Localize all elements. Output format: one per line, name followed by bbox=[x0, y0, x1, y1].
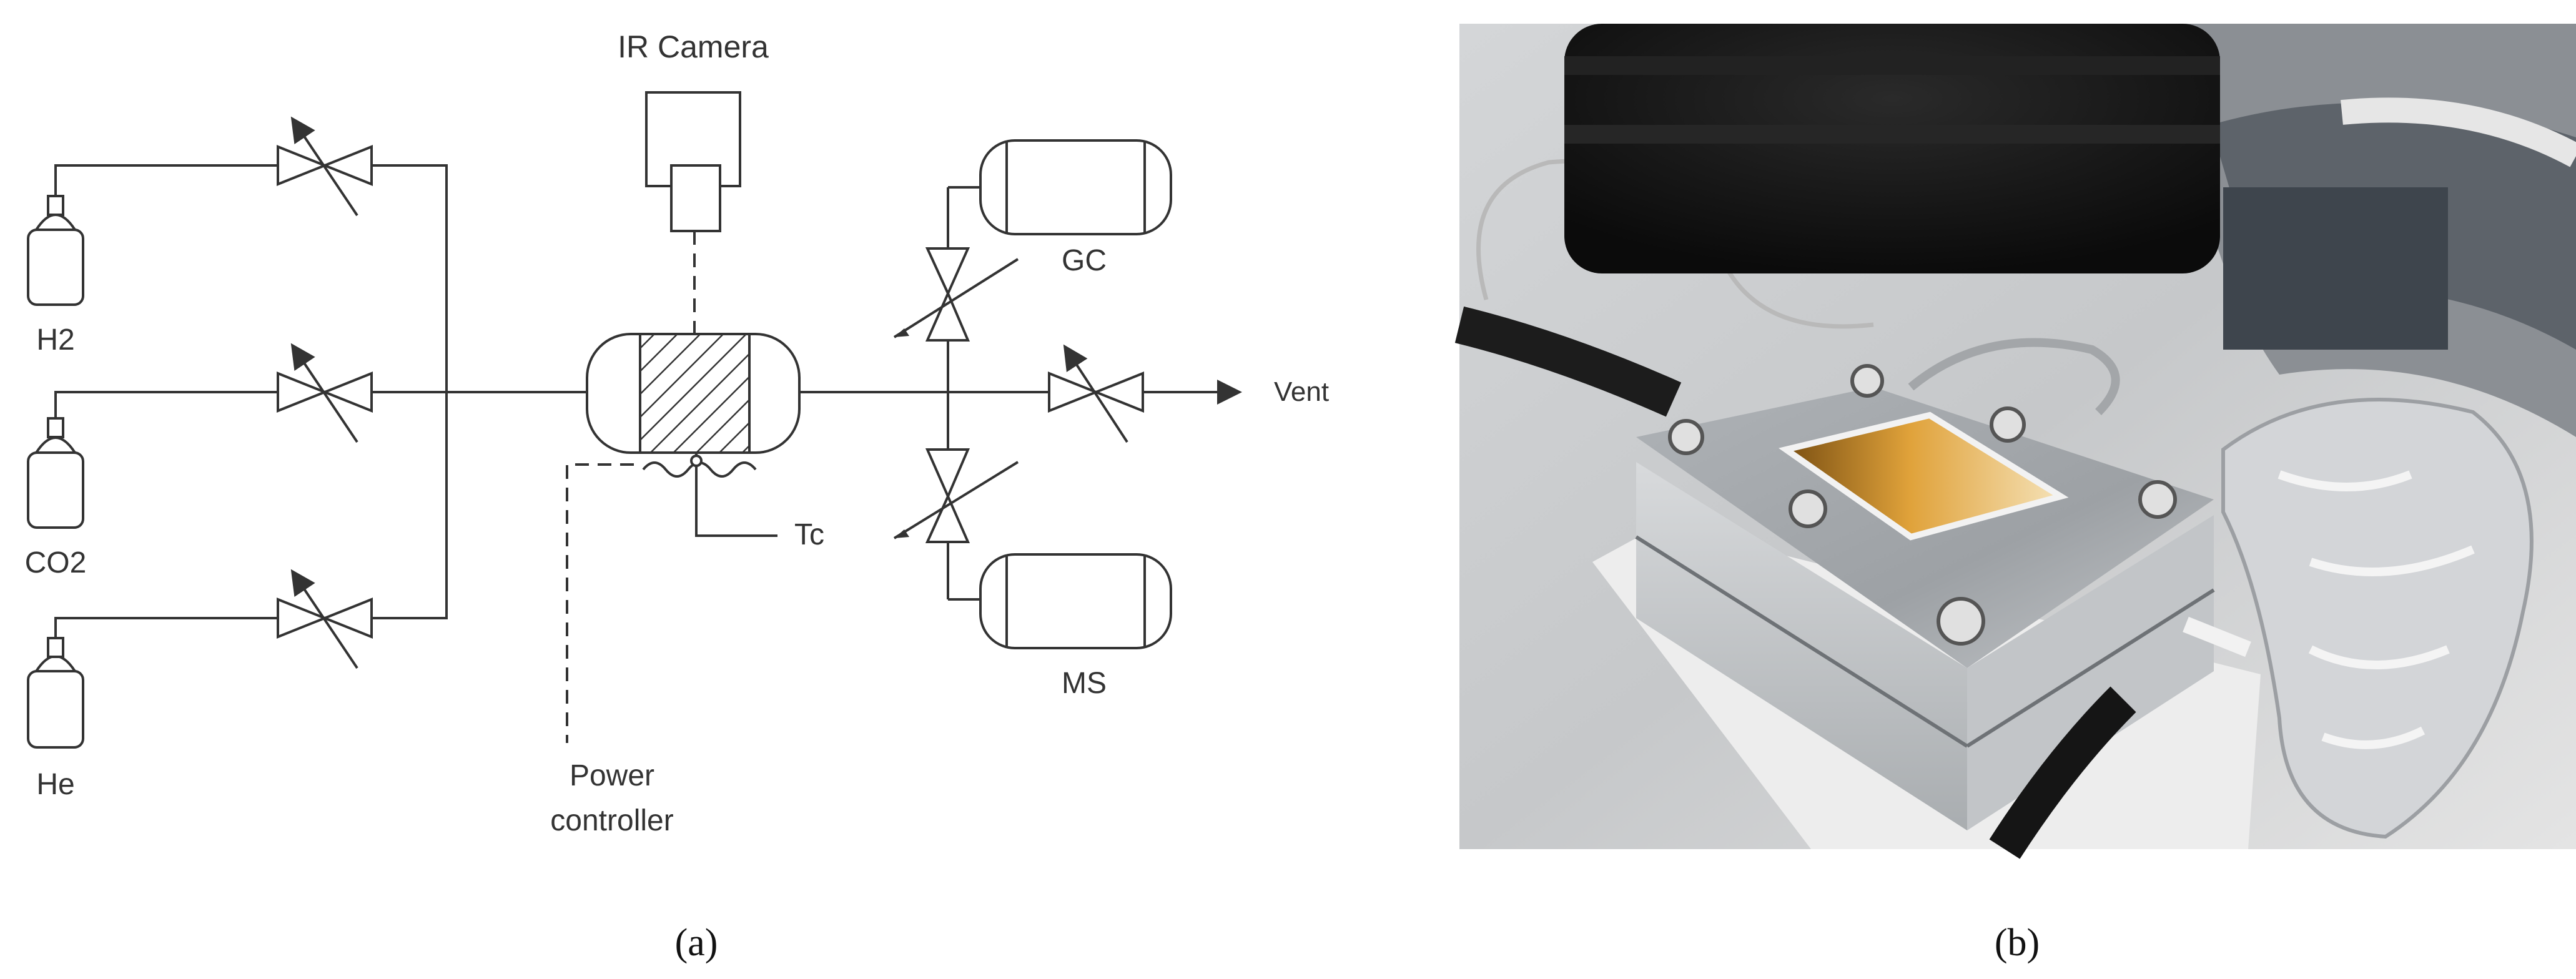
camera-lens bbox=[1564, 24, 2220, 273]
label-he: He bbox=[36, 768, 74, 801]
power-dashed-link bbox=[566, 463, 634, 743]
manifold bbox=[372, 164, 587, 619]
label-vent: Vent bbox=[1274, 376, 1329, 407]
valve-co2 bbox=[277, 343, 373, 443]
line-h2 bbox=[54, 164, 278, 196]
foil-wrapped-cable bbox=[2221, 398, 2534, 839]
thermocouple-line bbox=[695, 453, 777, 537]
valve-gc bbox=[893, 247, 1019, 342]
ir-camera-icon bbox=[645, 91, 741, 232]
line-co2 bbox=[54, 391, 278, 418]
valve-h2 bbox=[277, 116, 373, 217]
line-he bbox=[54, 617, 278, 638]
label-co2: CO2 bbox=[25, 546, 87, 579]
caption-a: (a) bbox=[675, 922, 718, 964]
gas-cylinder-h2 bbox=[27, 195, 84, 306]
valve-ms bbox=[893, 448, 1019, 543]
label-power: Power bbox=[570, 759, 654, 792]
panel-a-schematic: IR Camera H2 CO2 He Tc Power controller … bbox=[25, 29, 1329, 964]
reactor-cell bbox=[586, 333, 801, 454]
gas-cylinder-co2 bbox=[27, 417, 84, 529]
valve-vent bbox=[1048, 344, 1144, 443]
reactor-window bbox=[1786, 415, 2061, 537]
panel-b-photo: (b) bbox=[1454, 24, 2576, 964]
label-h2: H2 bbox=[36, 323, 74, 357]
label-controller: controller bbox=[550, 804, 673, 837]
label-tc: Tc bbox=[794, 518, 824, 551]
label-ms: MS bbox=[1062, 667, 1107, 700]
label-ir-camera: IR Camera bbox=[618, 29, 769, 64]
screws bbox=[1668, 364, 2177, 646]
gas-cylinder-he bbox=[27, 637, 84, 749]
label-gc: GC bbox=[1062, 244, 1107, 277]
ms-vessel bbox=[979, 553, 1172, 649]
gc-vessel bbox=[979, 139, 1172, 235]
valve-he bbox=[277, 569, 373, 669]
caption-b: (b) bbox=[1995, 922, 2040, 964]
